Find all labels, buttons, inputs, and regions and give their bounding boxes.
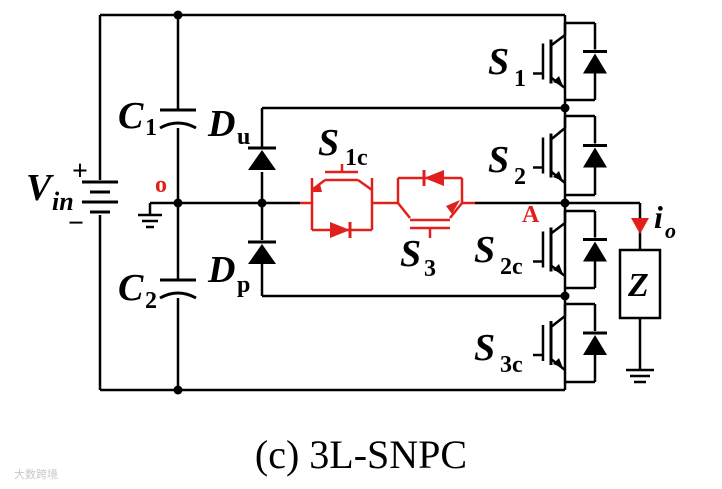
dc-source <box>82 180 118 214</box>
vin-plus-sign: + <box>72 156 88 187</box>
c2-label: C <box>118 267 144 309</box>
igbt-s2c <box>533 209 607 290</box>
s3c-subscript: 3c <box>500 352 523 378</box>
c1-label: C <box>118 95 144 137</box>
s3-subscript: 3 <box>424 256 436 282</box>
ground-icon-load <box>626 368 654 384</box>
node-a-label: A <box>522 202 540 228</box>
c2-subscript: 2 <box>145 288 157 314</box>
igbt-s2 <box>533 114 607 197</box>
s3c-label: S <box>474 327 495 369</box>
igbt-s1 <box>533 21 607 102</box>
diode-dp <box>248 240 276 264</box>
du-label: D <box>207 103 235 145</box>
watermark-text: 大数跨境 <box>14 467 58 481</box>
ground-icon-o <box>138 203 162 229</box>
diode-s1c-antiparallel <box>330 222 350 238</box>
junction-dots <box>173 10 570 395</box>
s1c-label: S <box>318 122 339 164</box>
s1c-emitter-arrow <box>312 184 322 192</box>
load-impedance <box>618 248 662 320</box>
s3-label: S <box>400 233 421 275</box>
bidirectional-switch <box>300 164 475 238</box>
node-o-label: o <box>155 172 167 198</box>
io-label: i <box>654 199 663 235</box>
load-label: Z <box>627 267 649 304</box>
igbt-s3c <box>533 302 607 384</box>
figure-caption: (c) 3L-SNPC <box>255 432 467 477</box>
s2c-label: S <box>474 229 495 271</box>
s1c-subscript: 1c <box>345 145 368 171</box>
diode-du <box>248 146 276 170</box>
dp-label: D <box>207 249 235 291</box>
s1-subscript: 1 <box>514 66 526 92</box>
du-subscript: u <box>237 124 250 150</box>
vin-label: V <box>26 167 54 209</box>
io-subscript: o <box>665 218 676 243</box>
igbt-stack <box>533 21 607 384</box>
s3-emitter-arrow <box>446 200 460 214</box>
diode-s3-antiparallel <box>424 170 444 186</box>
vin-subscript: in <box>52 187 74 216</box>
io-arrow-icon <box>631 218 649 234</box>
s2c-subscript: 2c <box>500 254 523 280</box>
s1-label: S <box>488 41 509 83</box>
vin-minus-sign: − <box>68 208 84 239</box>
s2-label: S <box>488 139 509 181</box>
capacitor-c1 <box>159 108 197 130</box>
c1-subscript: 1 <box>145 115 157 141</box>
s2-subscript: 2 <box>514 164 526 190</box>
dp-subscript: p <box>237 272 250 298</box>
capacitor-c2 <box>159 278 197 300</box>
